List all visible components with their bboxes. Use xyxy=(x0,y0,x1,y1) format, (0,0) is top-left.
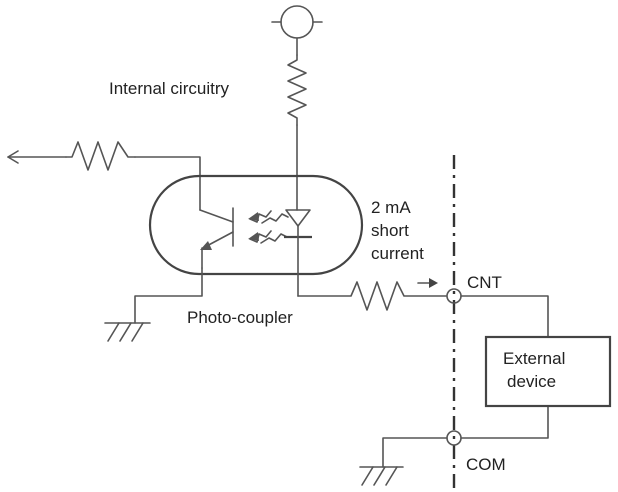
emitter-ground-symbol xyxy=(104,267,203,342)
short-current-label-line2: short xyxy=(371,221,409,240)
short-current-label-line3: current xyxy=(371,244,424,263)
device-to-com-wire xyxy=(460,405,549,439)
com-label: COM xyxy=(466,455,506,474)
output-signal-line xyxy=(7,141,201,211)
internal-circuitry-label: Internal circuitry xyxy=(109,79,229,98)
current-arrow-icon xyxy=(417,278,438,288)
short-current-label-line1: 2 mA xyxy=(371,198,411,217)
photo-coupler-label: Photo-coupler xyxy=(187,308,293,327)
com-ground-symbol xyxy=(359,437,448,486)
power-terminal-symbol xyxy=(271,5,323,56)
light-emission-icon xyxy=(248,210,289,244)
external-device-label-line2: device xyxy=(507,372,556,391)
external-device-box xyxy=(484,335,612,408)
series-resistor xyxy=(297,281,447,311)
cnt-label: CNT xyxy=(467,273,502,292)
phototransistor-symbol xyxy=(199,207,234,269)
cnt-to-device-wire xyxy=(460,295,549,338)
pullup-resistor xyxy=(287,54,307,126)
photo-coupler-package xyxy=(148,174,364,276)
led-diode-symbol xyxy=(284,209,312,297)
external-device-label-line1: External xyxy=(503,349,565,368)
